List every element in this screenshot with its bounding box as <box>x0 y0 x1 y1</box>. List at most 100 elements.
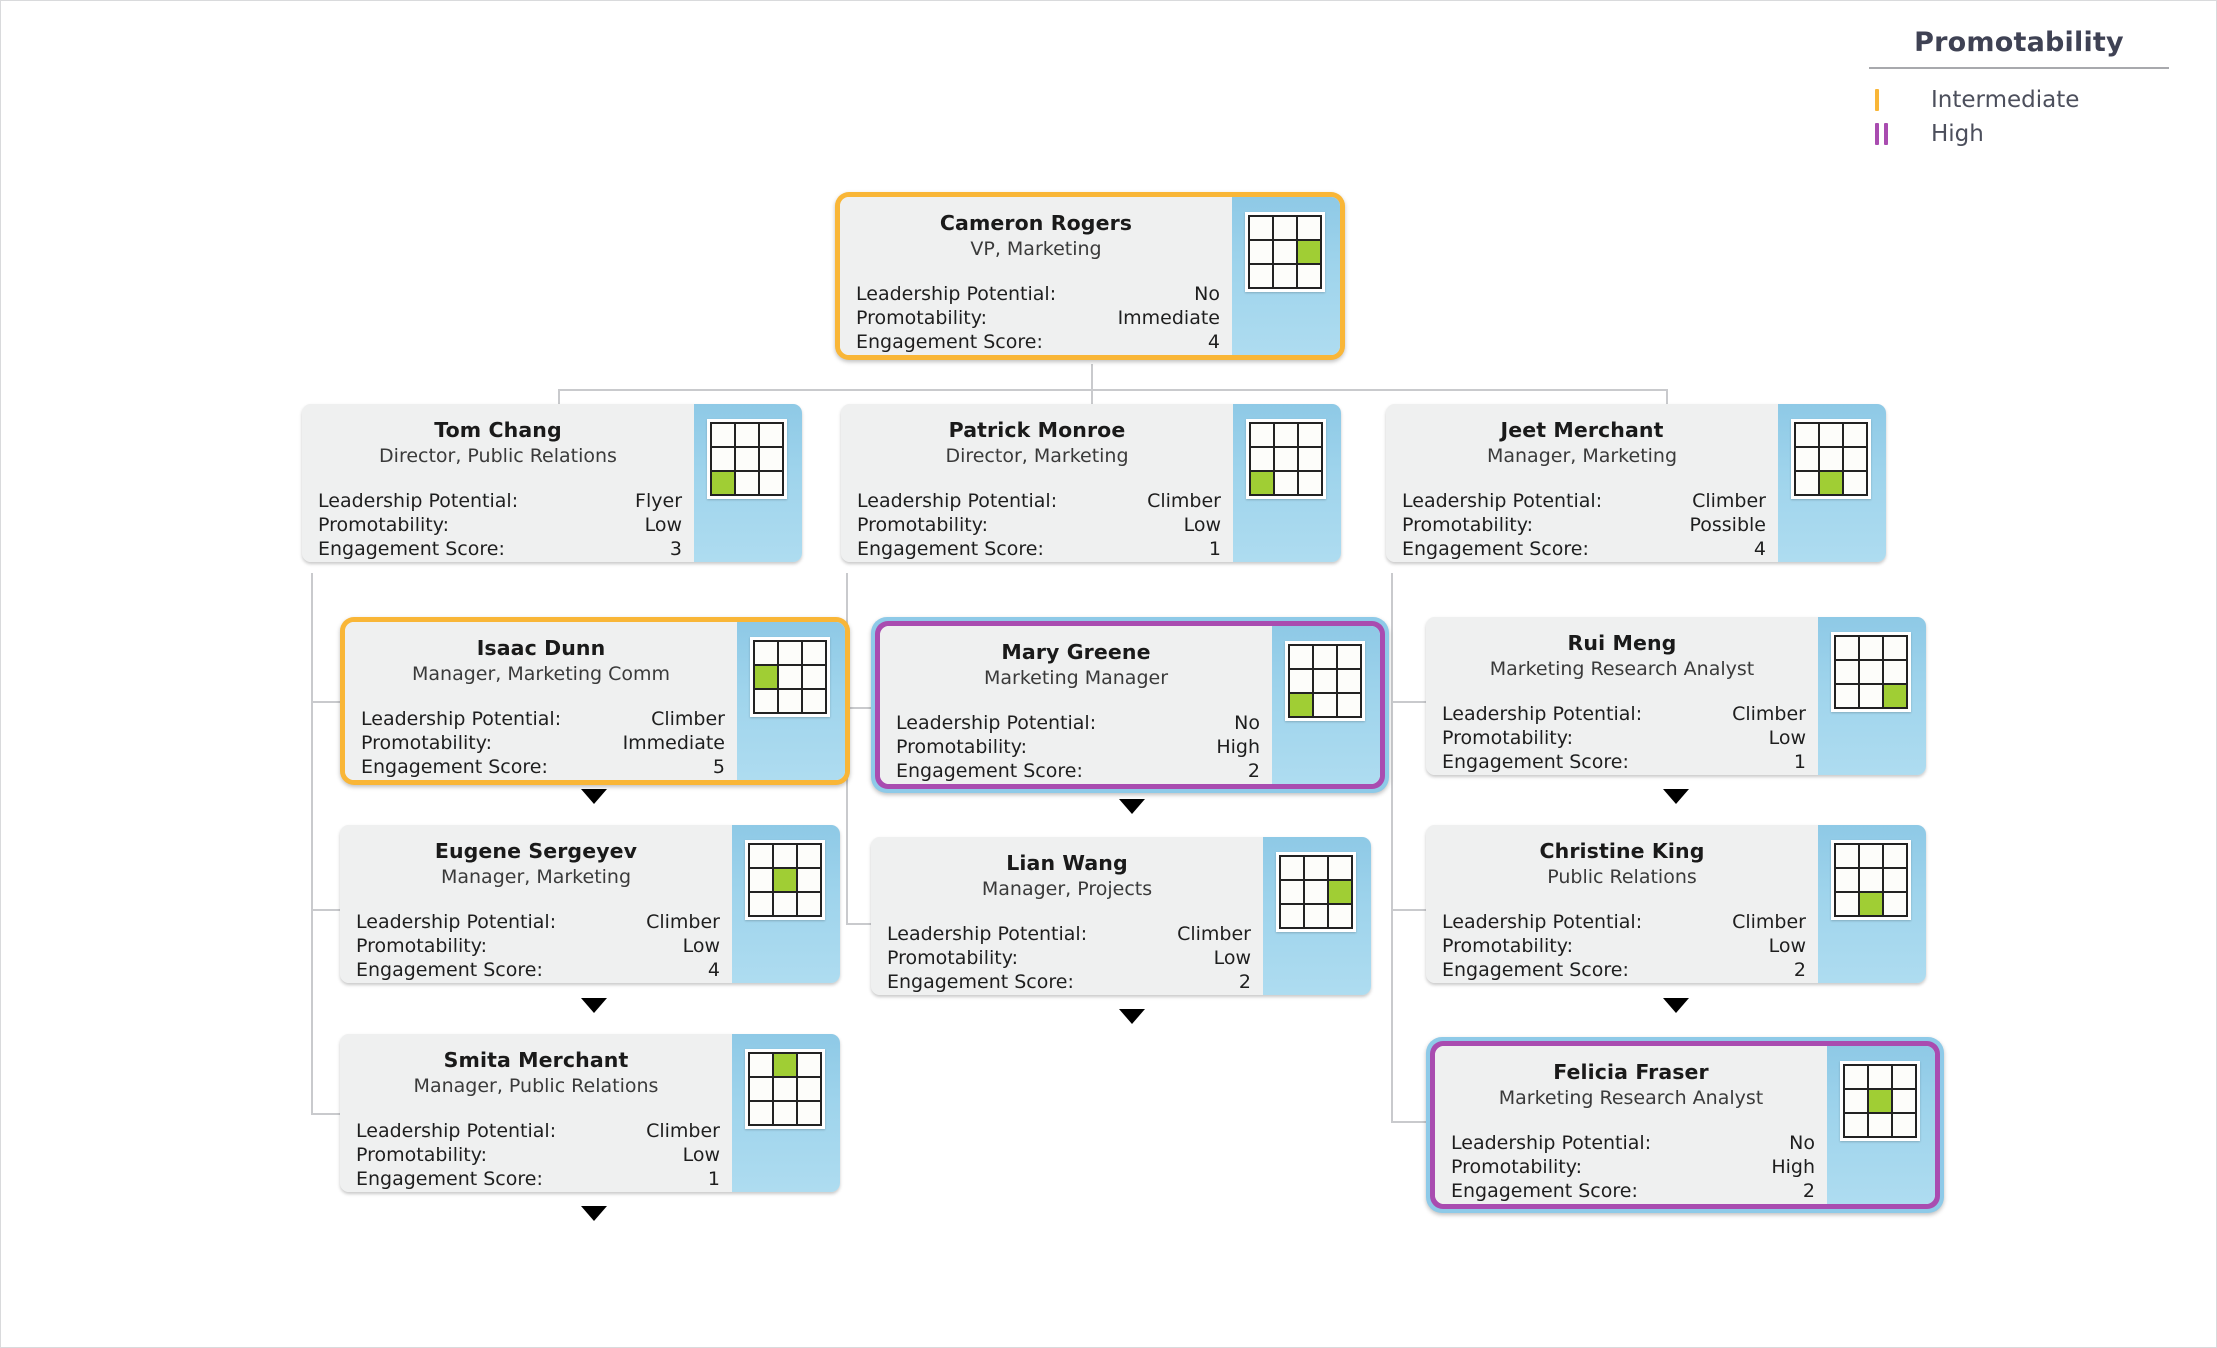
expand-toggle-christine[interactable] <box>1663 998 1689 1013</box>
node-name: Felicia Fraser <box>1553 1060 1709 1084</box>
connector-root-bus <box>558 389 1668 391</box>
grid-cell <box>1329 881 1351 903</box>
legend-item-high[interactable]: High <box>1869 117 2169 151</box>
expand-toggle-eugene[interactable] <box>581 998 607 1013</box>
field-label-promotability: Promotability: <box>318 514 449 536</box>
grid-cell <box>1338 646 1360 668</box>
node-rui-meng[interactable]: Rui Meng Marketing Research Analyst Lead… <box>1426 617 1926 775</box>
grid-cell <box>1836 893 1858 915</box>
grid-cell <box>803 690 825 712</box>
node-jeet-merchant[interactable]: Jeet Merchant Manager, Marketing Leaders… <box>1386 404 1886 562</box>
node-grid-panel <box>1232 197 1340 355</box>
grid-cell <box>736 472 758 494</box>
node-name: Cameron Rogers <box>939 211 1133 235</box>
node-felicia-fraser[interactable]: Felicia Fraser Marketing Research Analys… <box>1426 1037 1944 1213</box>
field-label-promotability: Promotability: <box>1442 935 1573 957</box>
node-body: Eugene Sergeyev Manager, Marketing Leade… <box>340 825 732 983</box>
grid-cell <box>750 893 772 915</box>
grid-cell <box>760 424 782 446</box>
grid-cell <box>1314 670 1336 692</box>
expand-toggle-isaac[interactable] <box>581 789 607 804</box>
field-label-leadership: Leadership Potential: <box>887 923 1088 945</box>
grid-cell <box>755 642 777 664</box>
legend-item-list: Intermediate High <box>1869 69 2169 151</box>
nine-box-grid-icon <box>1840 1061 1920 1141</box>
nine-box-grid-icon <box>1791 419 1871 499</box>
node-fields: Leadership Potential:Climber Promotabili… <box>1426 888 1818 982</box>
field-value-engagement: 4 <box>1753 538 1766 560</box>
field-label-promotability: Promotability: <box>896 736 1027 758</box>
grid-cell <box>1869 1066 1891 1088</box>
grid-cell <box>755 666 777 688</box>
grid-cell <box>1305 857 1327 879</box>
nine-box-grid-icon <box>750 637 830 717</box>
field-value-engagement: 2 <box>1802 1180 1815 1202</box>
node-isaac-dunn[interactable]: Isaac Dunn Manager, Marketing Comm Leade… <box>340 617 850 785</box>
node-grid-panel <box>1272 626 1380 784</box>
field-label-promotability: Promotability: <box>887 947 1018 969</box>
field-value-leadership: Climber <box>1177 923 1251 945</box>
grid-cell <box>1836 685 1858 707</box>
node-mary-greene[interactable]: Mary Greene Marketing Manager Leadership… <box>871 617 1389 793</box>
grid-cell <box>1836 661 1858 683</box>
node-fields: Leadership Potential:Climber Promotabili… <box>1386 467 1778 561</box>
node-title: Manager, Marketing <box>440 866 632 888</box>
field-value-leadership: Flyer <box>635 490 682 512</box>
grid-cell <box>779 666 801 688</box>
node-name: Patrick Monroe <box>948 418 1126 442</box>
grid-cell <box>1844 448 1866 470</box>
field-label-leadership: Leadership Potential: <box>1402 490 1603 512</box>
field-label-promotability: Promotability: <box>356 1144 487 1166</box>
grid-cell <box>774 869 796 891</box>
node-fields: Leadership Potential: Climber Promotabili… <box>871 900 1263 994</box>
expand-toggle-rui[interactable] <box>1663 789 1689 804</box>
nine-box-grid-icon <box>1831 632 1911 712</box>
grid-cell <box>1884 637 1906 659</box>
node-smita-merchant[interactable]: Smita Merchant Manager, Public Relations… <box>340 1034 840 1192</box>
node-title: Manager, Marketing <box>1486 445 1678 467</box>
node-fields: Leadership Potential:Climber Promotabili… <box>340 1097 732 1191</box>
grid-cell <box>1290 670 1312 692</box>
node-eugene-sergeyev[interactable]: Eugene Sergeyev Manager, Marketing Leade… <box>340 825 840 983</box>
grid-cell <box>1884 845 1906 867</box>
expand-toggle-lian[interactable] <box>1119 1009 1145 1024</box>
grid-cell <box>798 1054 820 1076</box>
node-name: Eugene Sergeyev <box>434 839 638 863</box>
node-body: Rui Meng Marketing Research Analyst Lead… <box>1426 617 1818 775</box>
grid-cell <box>736 424 758 446</box>
connector-stub-lian <box>846 923 871 925</box>
node-name: Tom Chang <box>434 418 562 442</box>
nine-box-grid-icon <box>707 419 787 499</box>
grid-cell <box>1860 685 1882 707</box>
legend-item-intermediate[interactable]: Intermediate <box>1869 83 2169 117</box>
connector-spine-tom <box>311 573 313 1113</box>
node-name: Lian Wang <box>1006 851 1128 875</box>
grid-cell <box>774 845 796 867</box>
node-lian-wang[interactable]: Lian Wang Manager, Projects Leadership P… <box>871 837 1371 995</box>
field-label-leadership: Leadership Potential: <box>356 1120 557 1142</box>
grid-cell <box>798 893 820 915</box>
node-cameron-rogers[interactable]: Cameron Rogers VP, Marketing Leadership … <box>835 192 1345 360</box>
node-name: Rui Meng <box>1567 631 1677 655</box>
node-grid-panel <box>1827 1046 1935 1204</box>
grid-cell <box>750 845 772 867</box>
node-fields: Leadership Potential:Flyer Promotability… <box>302 467 694 561</box>
expand-toggle-smita[interactable] <box>581 1206 607 1221</box>
field-value-engagement: 2 <box>1793 959 1806 981</box>
node-body: Cameron Rogers VP, Marketing Leadership … <box>840 197 1232 355</box>
node-title: Marketing Research Analyst <box>1489 658 1755 680</box>
node-title: Director, Public Relations <box>379 445 617 467</box>
field-value-leadership: Climber <box>646 911 720 933</box>
field-value-engagement: 1 <box>1793 751 1806 773</box>
grid-cell <box>1251 472 1273 494</box>
node-tom-chang[interactable]: Tom Chang Director, Public Relations Lea… <box>302 404 802 562</box>
field-value-leadership: Climber <box>1147 490 1221 512</box>
expand-toggle-mary[interactable] <box>1119 799 1145 814</box>
node-body: Jeet Merchant Manager, Marketing Leaders… <box>1386 404 1778 562</box>
grid-cell <box>1299 472 1321 494</box>
node-patrick-monroe[interactable]: Patrick Monroe Director, Marketing Leade… <box>841 404 1341 562</box>
nine-box-grid-icon <box>1285 641 1365 721</box>
grid-cell <box>1299 424 1321 446</box>
node-christine-king[interactable]: Christine King Public Relations Leadersh… <box>1426 825 1926 983</box>
